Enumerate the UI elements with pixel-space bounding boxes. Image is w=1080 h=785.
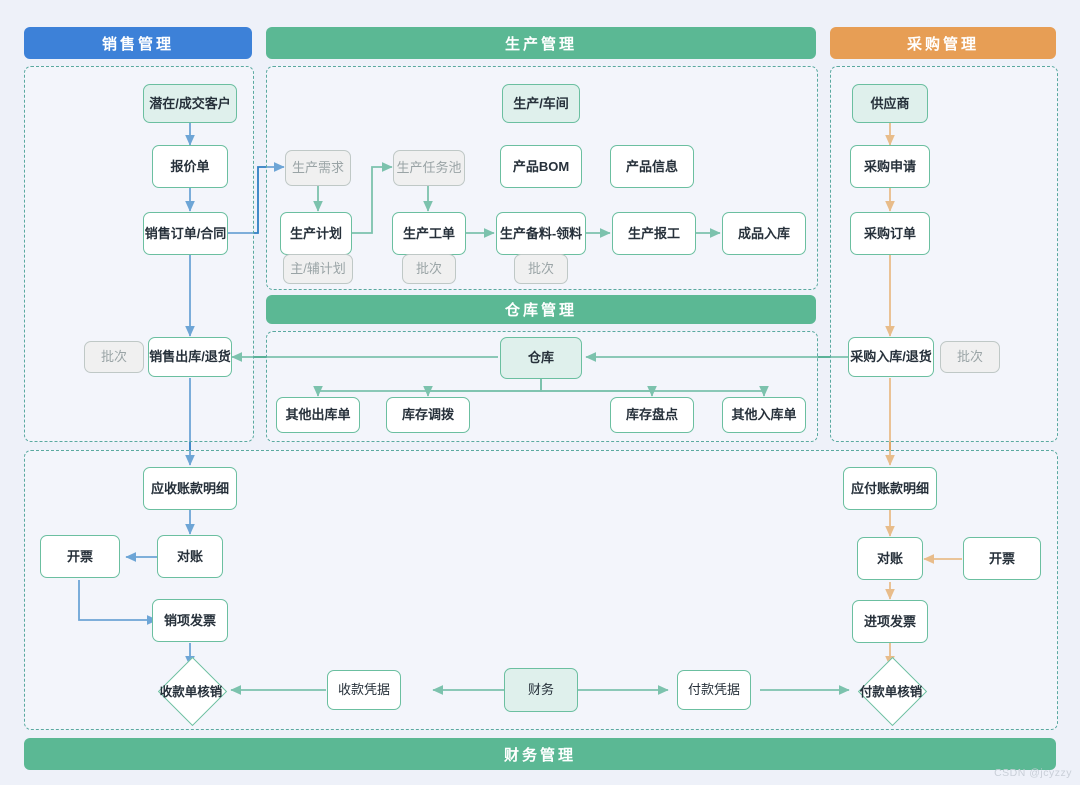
node-production-workorder-sub[interactable]: 批次 [402,254,456,284]
node-ap-detail[interactable]: 应付账款明细 [843,467,937,510]
node-receipt-voucher[interactable]: 收款凭据 [327,670,401,710]
node-payment-writeoff[interactable]: 付款单核销 [845,656,937,726]
node-other-outbound[interactable]: 其他出库单 [276,397,360,433]
node-production-demand[interactable]: 生产需求 [285,150,351,186]
node-other-inbound[interactable]: 其他入库单 [722,397,806,433]
node-production-picking-sub[interactable]: 批次 [514,254,568,284]
node-ap-issue-invoice[interactable]: 开票 [963,537,1041,580]
node-product-info[interactable]: 产品信息 [610,145,694,188]
node-production-workshop[interactable]: 生产/车间 [502,84,580,123]
node-warehouse[interactable]: 仓库 [500,337,582,379]
node-stock-count[interactable]: 库存盘点 [610,397,694,433]
node-input-invoice[interactable]: 进项发票 [852,600,928,643]
band-sales: 销售管理 [24,27,252,59]
band-purchasing: 采购管理 [830,27,1056,59]
node-finance[interactable]: 财务 [504,668,578,712]
band-production: 生产管理 [266,27,816,59]
node-purchase-request[interactable]: 采购申请 [850,145,930,188]
node-stock-transfer[interactable]: 库存调拨 [386,397,470,433]
node-purchase-inbound[interactable]: 采购入库/退货 [848,337,934,377]
node-production-picking[interactable]: 生产备料-领料 [496,212,586,255]
node-production-report[interactable]: 生产报工 [612,212,696,255]
node-purchase-order[interactable]: 采购订单 [850,212,930,255]
node-output-invoice[interactable]: 销项发票 [152,599,228,642]
band-warehouse: 仓库管理 [266,295,816,324]
node-sales-batch[interactable]: 批次 [84,341,144,373]
node-receipt-writeoff[interactable]: 收款单核销 [145,656,237,726]
watermark: CSDN @jcyzzy [994,767,1072,779]
node-production-workorder[interactable]: 生产工单 [392,212,466,255]
node-ap-reconciliation[interactable]: 对账 [857,537,923,580]
node-sales-order[interactable]: 销售订单/合同 [143,212,228,255]
band-finance: 财务管理 [24,738,1056,770]
node-production-plan[interactable]: 生产计划 [280,212,352,255]
node-production-plan-sub[interactable]: 主/辅计划 [283,254,353,284]
node-ar-issue-invoice[interactable]: 开票 [40,535,120,578]
node-purchase-batch[interactable]: 批次 [940,341,1000,373]
node-production-task-pool[interactable]: 生产任务池 [393,150,465,186]
node-ar-detail[interactable]: 应收账款明细 [143,467,237,510]
node-quotation[interactable]: 报价单 [152,145,228,188]
node-supplier[interactable]: 供应商 [852,84,928,123]
node-payment-writeoff-label: 付款单核销 [859,684,923,699]
node-potential-customer[interactable]: 潜在/成交客户 [143,84,237,123]
node-ar-reconciliation[interactable]: 对账 [157,535,223,578]
node-sales-outbound[interactable]: 销售出库/退货 [148,337,232,377]
node-payment-voucher[interactable]: 付款凭据 [677,670,751,710]
node-receipt-writeoff-label: 收款单核销 [159,684,223,699]
node-product-bom[interactable]: 产品BOM [500,145,582,188]
node-finished-goods-in[interactable]: 成品入库 [722,212,806,255]
